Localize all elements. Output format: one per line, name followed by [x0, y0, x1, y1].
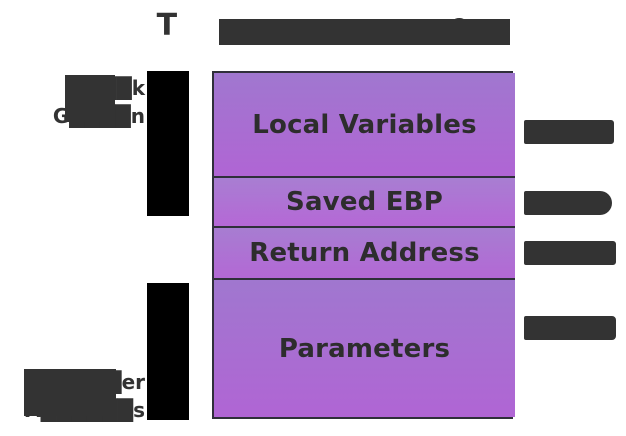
stack-direction-bar-top: [147, 71, 189, 216]
stack-segment-label: Saved EBP: [286, 187, 443, 217]
stack-segment-label: Return Address: [249, 238, 480, 268]
page-title: T██████████████████e Te: [0, 8, 626, 45]
annotation-saved-ebp-text: ████████: [524, 191, 525, 192]
stack-label-redaction-bar: [65, 75, 115, 122]
annotation-local-variables-text: ████████: [524, 120, 525, 121]
annotation-local-variables: ████████: [524, 120, 614, 144]
title-redaction-bar: [219, 19, 510, 45]
stack-segment-label: Local Variables: [252, 109, 477, 140]
stack-segment-parameters[interactable]: Parameters: [214, 280, 515, 417]
stack-direction-bar-bottom: [147, 283, 189, 420]
title-first-char: T: [156, 8, 178, 43]
stack-segment-saved-ebp[interactable]: Saved EBP: [214, 178, 515, 228]
annotation-return-address-text: ████████: [524, 241, 525, 242]
stack-segment-label: Parameters: [278, 333, 451, 364]
addresses-label-redaction-bar: [24, 369, 116, 416]
stack-segment-local-variables[interactable]: Local Variables: [214, 73, 515, 178]
annotation-saved-ebp: ████████: [524, 191, 612, 215]
annotation-parameters: ████████: [524, 316, 616, 340]
stack-segment-return-address[interactable]: Return Address: [214, 228, 515, 280]
annotation-parameters-text: ████████: [524, 316, 525, 317]
annotation-return-address: ████████: [524, 241, 616, 265]
stack-frame-box: Local Variables Saved EBP Return Address…: [212, 71, 515, 419]
